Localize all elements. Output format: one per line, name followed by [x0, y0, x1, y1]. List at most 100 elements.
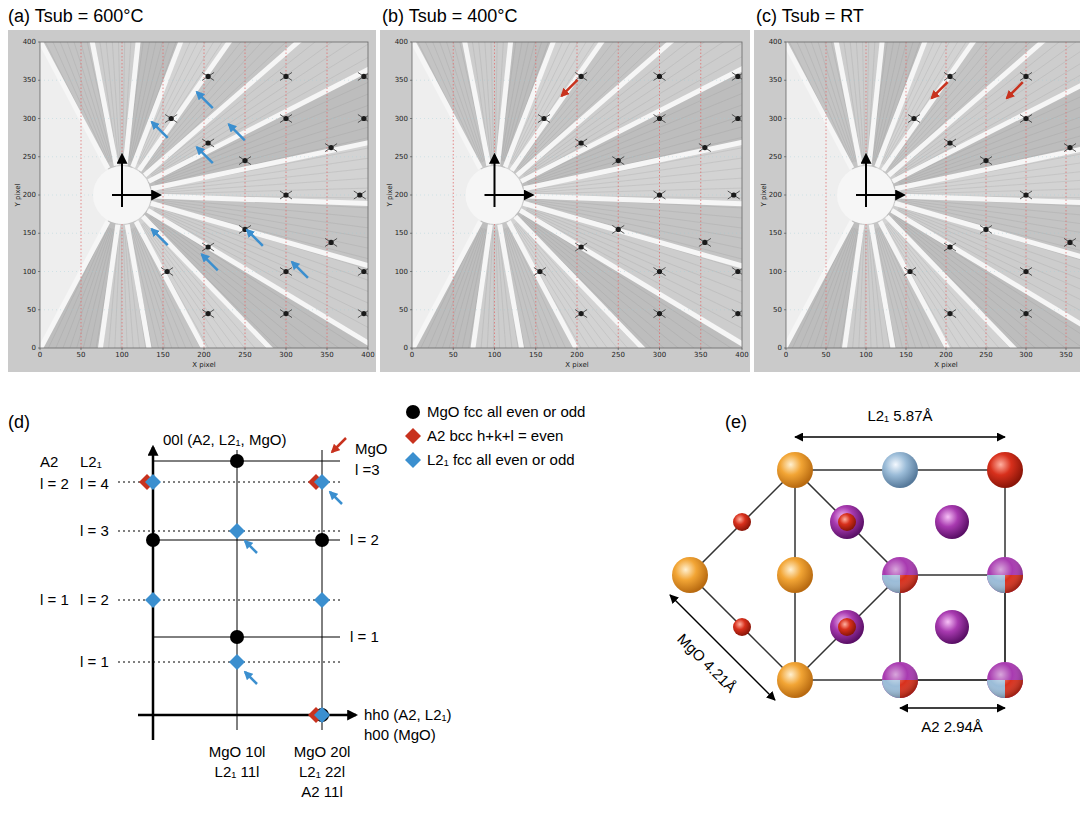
kikuchi-line — [157, 198, 368, 259]
mgo-point — [230, 454, 244, 468]
spot-streak — [358, 268, 368, 276]
tick-label: 50 — [449, 351, 458, 359]
kikuchi-line — [157, 92, 368, 190]
kikuchi-line — [130, 229, 284, 348]
grid-line — [786, 309, 1080, 310]
band-gap — [883, 42, 1080, 170]
band-gap — [145, 42, 368, 175]
band-gap — [125, 42, 195, 165]
band-gap — [412, 225, 490, 348]
tick-mark — [577, 348, 578, 350]
kikuchi-line — [520, 218, 742, 348]
kikuchi-line — [518, 42, 742, 169]
diffraction-spot — [206, 311, 211, 316]
diffraction-spot — [283, 269, 288, 274]
tick-label: 0 — [784, 351, 788, 359]
spot-streak — [980, 157, 992, 165]
spot-streak — [165, 115, 177, 123]
tick-mark — [163, 348, 164, 350]
diffraction-spot — [947, 74, 952, 79]
tick-label: 200 — [395, 191, 408, 199]
tick-mark — [410, 156, 412, 157]
blue-arrow — [152, 229, 168, 245]
kikuchi-line — [515, 223, 742, 348]
diffraction-spot — [283, 116, 288, 121]
spot-streak — [904, 268, 916, 276]
atom — [830, 505, 864, 539]
tick-mark — [784, 309, 786, 310]
kikuchi-line — [490, 230, 495, 348]
tick-label: 200 — [197, 351, 210, 359]
atom — [882, 452, 918, 488]
spot-streak — [1020, 268, 1032, 276]
spot-streak — [280, 72, 292, 80]
tick-label: 350 — [395, 76, 408, 84]
spot-streak — [575, 72, 587, 80]
tick-label: 50 — [773, 306, 782, 314]
spot-streak — [1064, 144, 1076, 152]
tick-label: 300 — [395, 114, 408, 122]
tick-label: 300 — [23, 114, 36, 122]
kikuchi-line — [130, 42, 274, 161]
direction-arrow — [494, 155, 496, 207]
band-gap — [786, 42, 852, 169]
spot-streak — [575, 243, 587, 251]
spot-streak — [980, 225, 992, 233]
tick-mark — [368, 348, 369, 350]
tick-label: 100 — [488, 351, 501, 359]
diffraction-spot — [579, 244, 584, 249]
atoms — [672, 452, 1023, 698]
spot-streak — [654, 72, 666, 80]
tick-mark — [986, 348, 987, 350]
tick-label: 400 — [361, 351, 374, 359]
diffraction-spot — [657, 74, 662, 79]
diffraction-spot — [361, 311, 366, 316]
blue-arrow — [247, 230, 263, 246]
grid-line — [40, 309, 368, 310]
legend-marker — [406, 405, 420, 419]
atom — [777, 662, 813, 698]
spot-streak — [280, 268, 292, 276]
spot-streak — [202, 139, 214, 147]
tick-mark — [784, 195, 786, 196]
band-gap — [40, 221, 108, 348]
reciprocal-lattice — [118, 447, 356, 740]
tick-mark — [38, 271, 40, 272]
legend-text: L2₁ fcc all even or odd — [427, 451, 575, 468]
phase-label: A2 — [40, 453, 58, 470]
tick-mark — [410, 348, 412, 349]
tick-mark — [784, 118, 786, 119]
atom — [935, 505, 969, 539]
band-gap — [786, 221, 852, 348]
band-gap — [524, 49, 742, 188]
layer-index: l = 1 — [350, 628, 379, 645]
spot-streak — [654, 310, 666, 318]
mixed-atom — [882, 662, 918, 698]
grid-line — [327, 42, 328, 348]
band-gap — [498, 42, 568, 165]
spot-streak — [575, 72, 587, 80]
spot-streak — [699, 144, 711, 152]
diffraction-spot — [947, 244, 952, 249]
band-gap — [127, 225, 243, 348]
spot-streak — [1020, 191, 1032, 199]
crystal-structure — [670, 437, 1005, 708]
legend-marker — [405, 452, 421, 468]
atom — [830, 610, 864, 644]
band-gap — [869, 42, 939, 165]
mgo-layer-line — [153, 540, 340, 541]
mixed-atom — [987, 557, 1023, 593]
grid-line — [40, 271, 368, 272]
band-gap — [151, 49, 368, 188]
diffraction-spot — [169, 116, 174, 121]
spot-streak — [538, 115, 550, 123]
tick-label: 300 — [279, 351, 292, 359]
blue-arrow — [197, 147, 213, 163]
tick-label: 250 — [979, 351, 992, 359]
diffraction-spot — [206, 244, 211, 249]
kikuchi-line — [529, 92, 742, 190]
spot-streak — [325, 238, 337, 246]
diffraction-spot — [735, 311, 740, 316]
spot-streak — [654, 268, 666, 276]
tick-mark — [659, 348, 660, 350]
